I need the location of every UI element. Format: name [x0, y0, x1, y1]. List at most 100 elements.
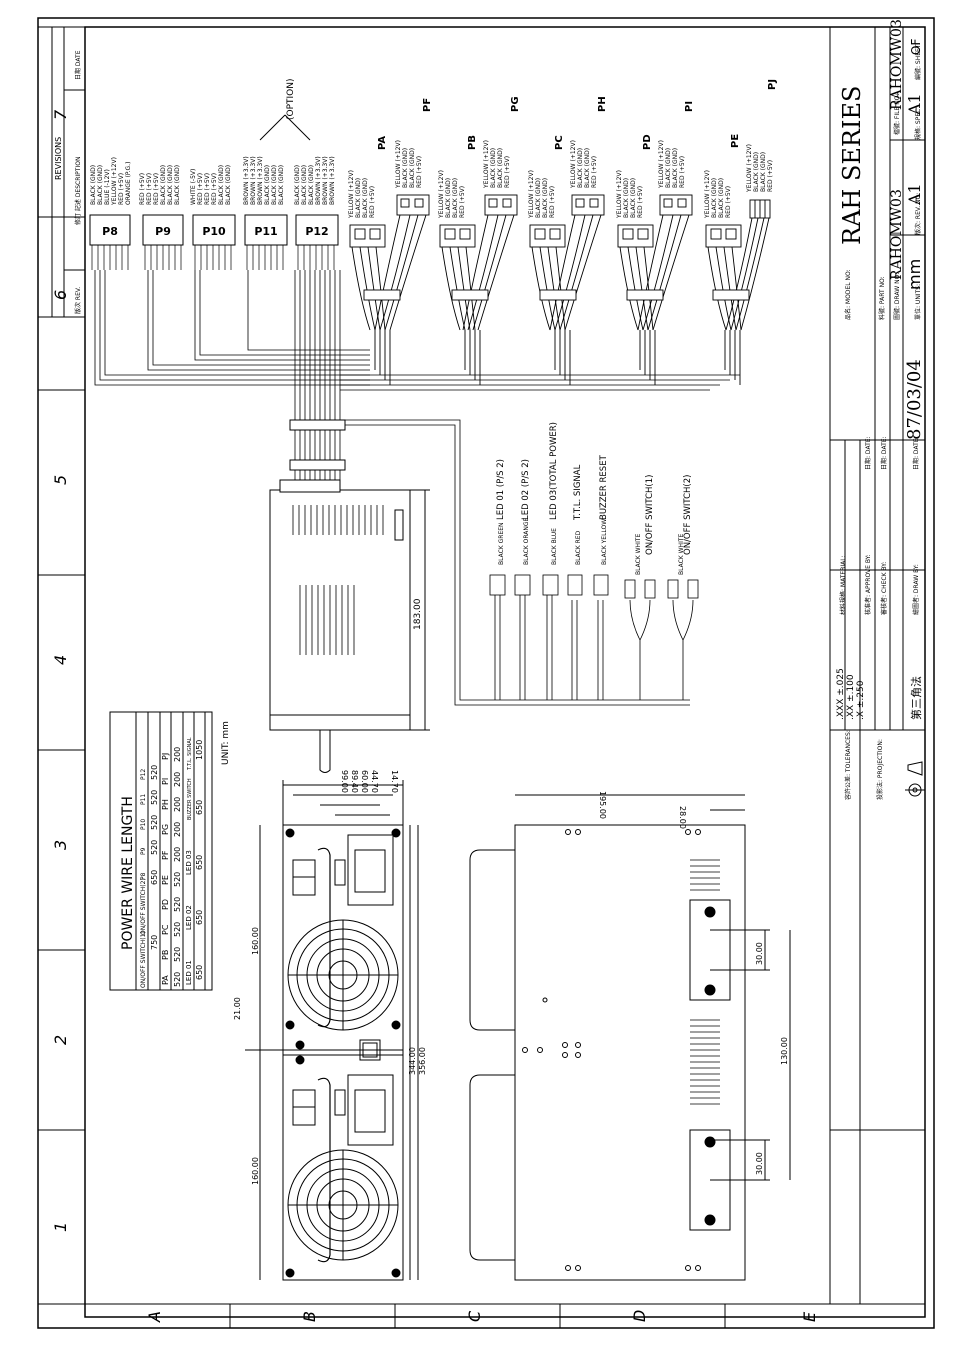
projection-symbol-icon	[905, 761, 925, 797]
connector-p9: P9	[142, 214, 184, 270]
ph-wire-labels: YELLOW (+12V) BLACK (GND) BLACK (GND) RE…	[570, 140, 598, 189]
p12-wire-6: BROWN (+3.3V)	[329, 156, 336, 205]
p9-wire-3: RED (+5V)	[153, 173, 160, 205]
wt-r5-c3: LED 03	[185, 850, 193, 875]
pd-wire-labels: YELLOW (+12V) BLACK (GND) BLACK (GND) RE…	[616, 170, 644, 219]
ph-wire-1: YELLOW (+12V)	[570, 140, 577, 189]
wt-r2-c6: 520	[150, 790, 159, 805]
signal-1-colors: BLACK GREEN	[498, 522, 505, 565]
ph-wire-4: RED (+5V)	[591, 156, 598, 188]
tolerance-x: .X ±.250	[856, 680, 866, 720]
connector-p12: P12	[295, 214, 339, 270]
signal-4-colors: BLACK RED	[575, 530, 582, 565]
p9-wire-5: BLACK (GND)	[167, 165, 174, 205]
pb-wire-4: RED (+5V)	[459, 186, 466, 218]
dim-344: 344.00	[408, 1047, 417, 1075]
p12-wire-5: BROWN (+3.3V)	[322, 156, 329, 205]
p11-wire-4: BLACK (GND)	[264, 165, 271, 205]
psu-side-view	[469, 794, 791, 1281]
p10-wire-2: RED (+5V)	[197, 173, 204, 205]
wt-r4-c4: 520	[173, 897, 182, 912]
wt-r3-c6: PF	[161, 850, 170, 860]
pe-wire-4: RED (+5V)	[725, 186, 732, 218]
wt-r4-c10: 200	[173, 747, 182, 762]
connector-ph-label: PH	[597, 96, 608, 112]
wt-r4-c9: 200	[173, 772, 182, 787]
wt-r3-c3: PC	[161, 924, 170, 935]
pg-wire-labels: YELLOW (+12V) BLACK (GND) BLACK (GND) RE…	[483, 140, 511, 189]
p8-wire-2: BLACK (GND)	[97, 165, 104, 205]
p8-wire-labels: BLACK (GND) BLACK (GND) BLUE (-12V) YELL…	[90, 157, 132, 206]
zone-label-A: A	[145, 1311, 164, 1323]
p11-wire-labels: BROWN (+3.3V) BROWN (+3.3V) BROWN (+3.3V…	[243, 156, 285, 205]
connector-pd-label: PD	[642, 134, 653, 150]
pj-wire-labels: YELLOW (+12V) BLACK (GND) BLACK (GND) RE…	[746, 144, 774, 193]
part-label: 料號: PART NO:	[878, 276, 886, 320]
dim-183: 183.00	[413, 598, 423, 630]
zone-label-7: 7	[51, 109, 70, 120]
dim-30-b: 30.00	[755, 1152, 764, 1175]
draw-label: 繪圖者: DRAW BY:	[912, 564, 920, 615]
pa-wire-3: BLACK (GND)	[362, 178, 369, 218]
signal-5-colors: BLACK YELLOW	[601, 519, 608, 565]
drawing-no-label: 圖號: DRAW NO:	[893, 273, 901, 320]
pf-wire-1: YELLOW (+12V)	[395, 140, 402, 189]
pc-wire-3: BLACK (GND)	[542, 178, 549, 218]
pa-wire-1: YELLOW (+12V)	[348, 170, 355, 219]
pe-wire-1: YELLOW (+12V)	[704, 170, 711, 219]
pc-wire-labels: YELLOW (+12V) BLACK (GND) BLACK (GND) RE…	[528, 170, 556, 219]
connector-p12-label: P12	[305, 225, 328, 238]
outer-frame	[37, 17, 935, 1329]
pg-wire-1: YELLOW (+12V)	[483, 140, 490, 189]
dim-195: 195.00	[598, 791, 607, 819]
wt-r4-c5: 520	[173, 872, 182, 887]
wt-r4-c2: 520	[173, 947, 182, 962]
p12-wire-1: BLACK (GND)	[294, 165, 301, 205]
signal-harness	[489, 574, 699, 700]
p10-wire-labels: WHITE (-5V) RED (+5V) RED (+5V) RED (+5V…	[190, 165, 232, 205]
wt-r3-c5: PE	[161, 875, 170, 885]
p8-wire-1: BLACK (GND)	[90, 165, 97, 205]
p10-wire-1: WHITE (-5V)	[190, 169, 197, 205]
projection-label: 投影法: PROJECTION:	[876, 739, 884, 800]
zone-ticks-left	[38, 216, 85, 1131]
p11-wire-6: BLACK (GND)	[278, 165, 285, 205]
wt-r3-c7: PG	[161, 824, 170, 835]
wt-r5-c2: LED 02	[185, 905, 193, 930]
units-label: 單位: UNITS:	[914, 284, 922, 320]
pa-wire-2: BLACK (GND)	[355, 178, 362, 218]
connector-pg-label: PG	[510, 96, 521, 112]
connector-pa-label: PA	[377, 136, 388, 150]
pb-wire-labels: YELLOW (+12V) BLACK (GND) BLACK (GND) RE…	[438, 170, 466, 219]
file-no-value: RAHOMW03	[889, 19, 905, 110]
dim-160-a: 160.00	[251, 927, 260, 955]
wt-r2-c5: 520	[150, 815, 159, 830]
wt-r5-c4: BUZZER SWITCH	[187, 778, 193, 820]
sheet-label: 編號: SHEET:	[914, 43, 922, 80]
pb-wire-2: BLACK (GND)	[445, 178, 452, 218]
zone-label-3: 3	[51, 840, 70, 850]
wt-r1-c1: ON/OFF SWITCH(1)	[140, 931, 147, 988]
connector-pf-label: PF	[422, 98, 433, 112]
wt-r1-c7: P12	[140, 769, 147, 780]
tolerances-label: 容許公差: TOLERANCES:	[844, 730, 852, 800]
wt-r6-c4: 650	[195, 800, 204, 815]
pf-wire-4: RED (+5V)	[416, 156, 423, 188]
p8-wire-3: BLUE (-12V)	[104, 169, 111, 205]
wt-r4-c6: 200	[173, 847, 182, 862]
wt-r1-c6: P11	[140, 794, 147, 805]
rev-value: A1	[905, 183, 924, 206]
p10-wire-6: BLACK (GND)	[225, 165, 232, 205]
p8-wire-6: ORANGE (P.G.)	[125, 162, 132, 205]
dim-99: 99.00	[340, 770, 349, 793]
pb-wire-1: YELLOW (+12V)	[438, 170, 445, 219]
wt-r1-c3: P8	[140, 872, 147, 880]
file-no-label: 檔號: FILE NO:	[893, 94, 901, 135]
tolerance-xx: .XX ±.100	[846, 674, 856, 720]
p9-wire-1: RED (+5V)	[139, 173, 146, 205]
revisions-block: REVISIONS 版次 REV. 修訂 記述 DESCRIPTION 日期 D…	[37, 26, 86, 318]
revisions-title: REVISIONS	[54, 137, 63, 180]
pd-wire-1: YELLOW (+12V)	[616, 170, 623, 219]
drawing-no-value: RAHOMW03	[889, 189, 905, 280]
wt-r4-c3: 520	[173, 922, 182, 937]
